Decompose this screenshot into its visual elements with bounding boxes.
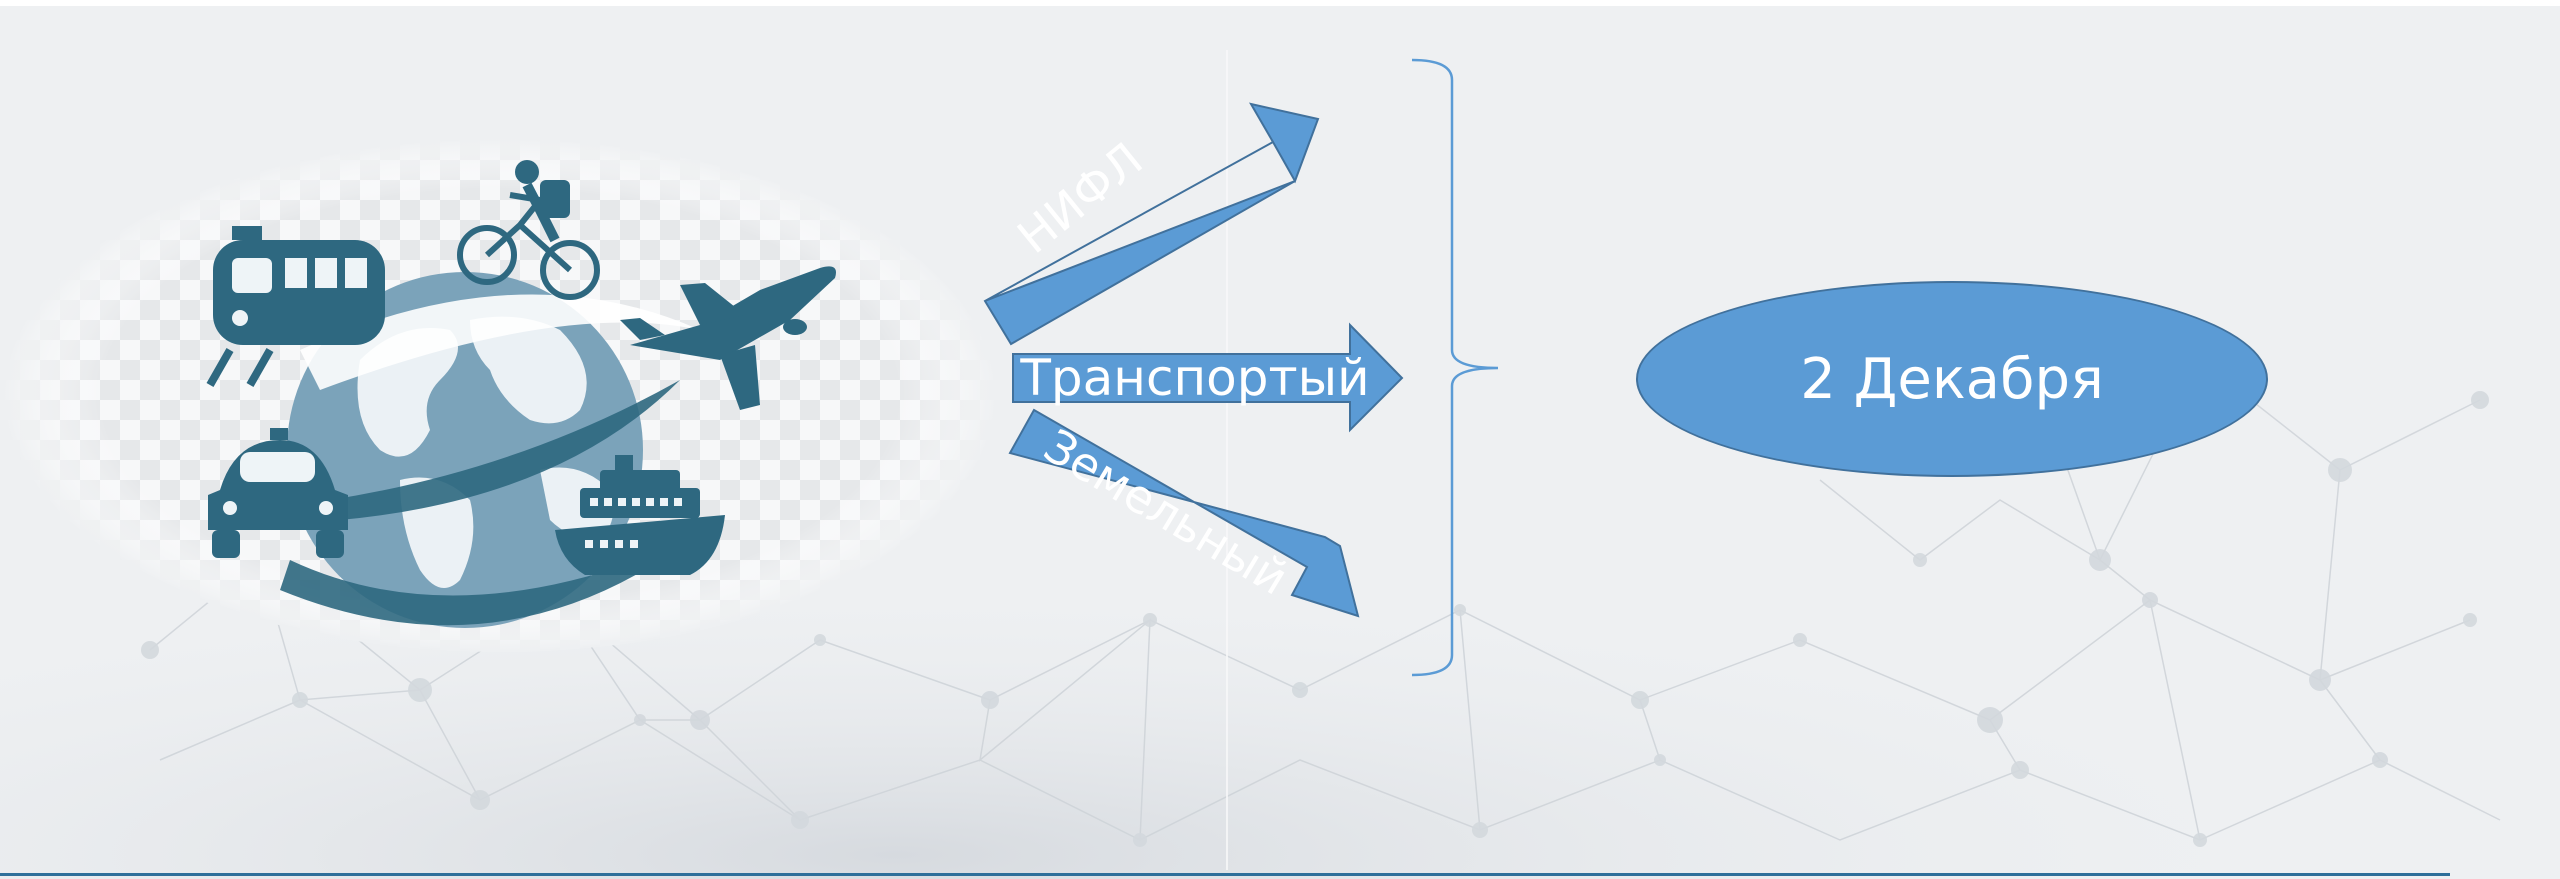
arrow-zemelny [1008,408,1360,618]
arrow-label-transport: Транспортый [1020,349,1370,407]
ship-icon [555,455,725,575]
top-strip [0,0,2560,6]
bottom-rule [0,873,2450,876]
date-ellipse: 2 Декабря [1636,281,2268,477]
bicycle-icon [457,160,600,300]
train-icon [206,226,385,387]
transport-illustration [3,138,997,652]
car-icon [208,428,348,558]
arrow-nifl [983,102,1320,346]
right-brace [1411,58,1499,677]
slide-divider [1226,50,1228,870]
date-label: 2 Декабря [1800,346,2104,412]
arrow-transport [1012,322,1404,433]
airplane-icon [620,266,836,410]
